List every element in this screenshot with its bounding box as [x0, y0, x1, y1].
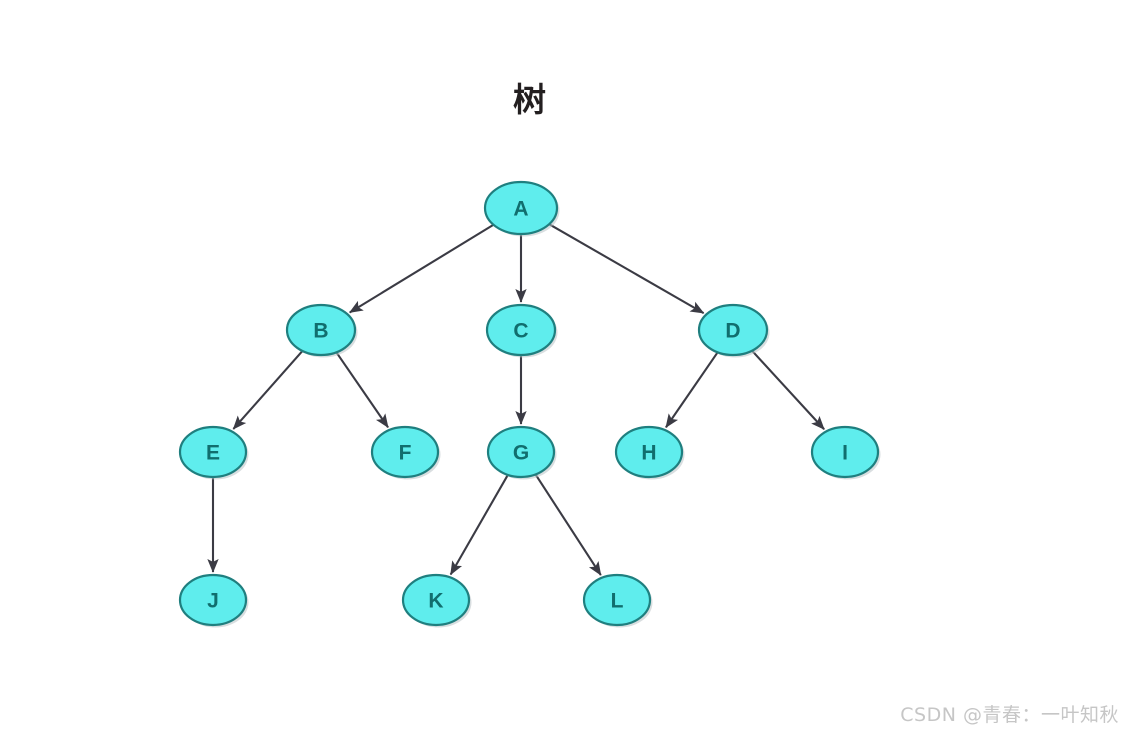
node-shape: [614, 425, 684, 479]
tree-node-a[interactable]: A: [483, 180, 560, 237]
node-shape: [285, 303, 357, 357]
node-shape: [697, 303, 769, 357]
node-shape: [810, 425, 880, 479]
tree-edge-b-f: [335, 351, 389, 429]
tree-edge-a-b: [349, 223, 495, 314]
tree-edge-d-i: [751, 350, 825, 430]
page-title: 树: [513, 80, 547, 119]
node-label: G: [513, 442, 529, 465]
node-label: D: [725, 320, 740, 343]
tree-node-b[interactable]: B: [285, 303, 358, 358]
tree-edge-b-e: [232, 350, 304, 430]
node-shape: [178, 573, 248, 627]
node-shape: [401, 573, 471, 627]
tree-node-l[interactable]: L: [582, 573, 653, 628]
node-label: H: [641, 442, 656, 465]
node-label: I: [842, 442, 848, 465]
tree-edge-d-h: [665, 351, 719, 429]
node-shape: [485, 303, 557, 357]
tree-node-i[interactable]: I: [810, 425, 881, 480]
node-label: C: [513, 320, 528, 343]
node-label: J: [207, 590, 219, 613]
tree-node-c[interactable]: C: [485, 303, 558, 358]
node-label: E: [206, 442, 220, 465]
node-label: K: [428, 590, 443, 613]
node-shape: [178, 425, 248, 479]
tree-node-h[interactable]: H: [614, 425, 685, 480]
tree-edge-g-k: [449, 474, 509, 576]
nodes-layer: A B C D E F G H I J K L: [178, 180, 881, 628]
tree-node-d[interactable]: D: [697, 303, 770, 358]
node-shape: [486, 425, 556, 479]
node-label: L: [611, 590, 624, 613]
tree-node-k[interactable]: K: [401, 573, 472, 628]
edges-layer: [207, 223, 825, 576]
tree-edge-g-l: [534, 473, 602, 576]
tree-edge-a-d: [548, 223, 705, 315]
tree-node-g[interactable]: G: [486, 425, 557, 480]
node-shape: [582, 573, 652, 627]
node-label: F: [399, 442, 412, 465]
node-label: B: [313, 320, 328, 343]
tree-node-f[interactable]: F: [370, 425, 441, 480]
node-shape: [370, 425, 440, 479]
tree-node-j[interactable]: J: [178, 573, 249, 628]
node-shape: [483, 180, 559, 236]
tree-node-e[interactable]: E: [178, 425, 249, 480]
csdn-watermark: CSDN @青春：一叶知秋: [900, 704, 1119, 726]
node-label: A: [513, 198, 528, 221]
